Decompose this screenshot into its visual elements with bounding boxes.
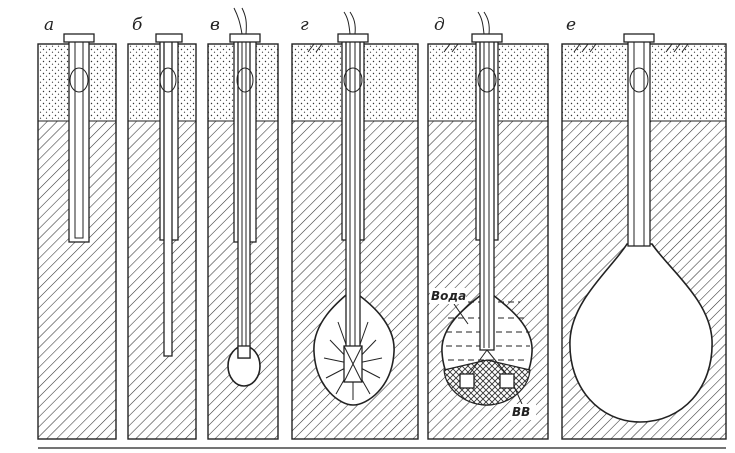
- panel-g: г: [291, 11, 419, 440]
- panel-v-label: в: [210, 15, 220, 35]
- panel-e-label: е: [566, 15, 576, 35]
- panel-d-charge-left: [459, 373, 475, 389]
- explosive-annotation: ВВ: [512, 405, 530, 419]
- panel-e: е: [561, 15, 727, 440]
- panel-e-cavity: [569, 243, 713, 423]
- panel-v: в: [207, 7, 279, 440]
- panel-d-label: д: [434, 15, 445, 35]
- panel-d-charge-right: [499, 373, 515, 389]
- panel-a: а: [37, 15, 117, 440]
- panel-d-explosive-fill: [443, 359, 531, 406]
- panel-a-label: а: [44, 15, 54, 35]
- panel-d: Вода ВВ д: [427, 11, 549, 440]
- panel-g-label: г: [300, 15, 309, 35]
- panel-b-label: б: [132, 15, 143, 35]
- water-annotation: Вода: [431, 289, 466, 303]
- panel-b: б: [127, 15, 197, 440]
